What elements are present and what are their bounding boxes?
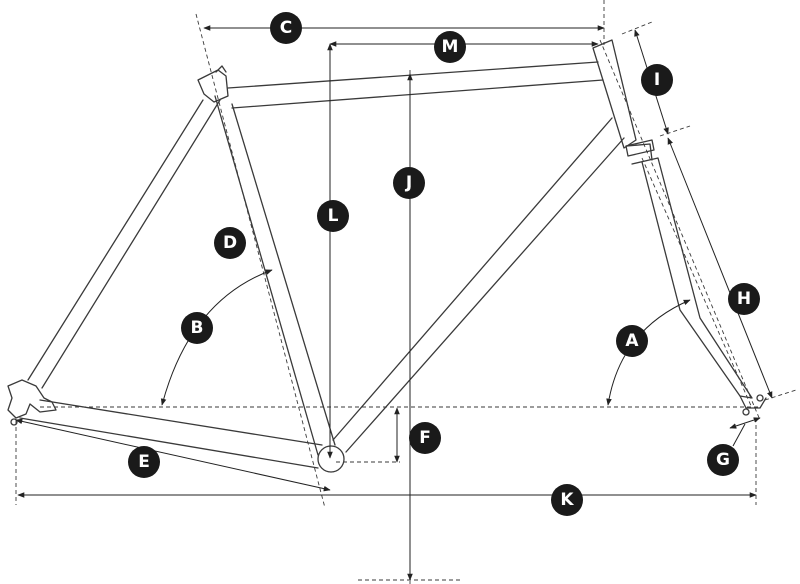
top-tube	[227, 61, 604, 109]
badge-d: D	[214, 227, 246, 259]
head-tube	[592, 39, 637, 149]
fork	[626, 143, 767, 409]
label-b: B	[191, 318, 204, 338]
badge-m: M	[434, 31, 466, 63]
down-tube	[332, 117, 625, 453]
badge-h: H	[728, 283, 760, 315]
dim-h-tick	[764, 389, 797, 401]
badge-g: G	[707, 444, 739, 476]
front-axle	[742, 408, 750, 416]
label-a: A	[625, 331, 639, 351]
label-d: D	[223, 233, 237, 253]
label-m: M	[442, 37, 459, 57]
badge-j: J	[393, 167, 425, 199]
dim-e-line	[15, 418, 331, 492]
badge-k: K	[551, 484, 583, 516]
label-l: L	[328, 206, 339, 226]
dimension-lines	[15, 21, 797, 581]
label-j: J	[405, 173, 412, 193]
front-dropout-bolt	[756, 394, 764, 402]
dim-b-arc	[160, 269, 273, 406]
rear-dropout	[7, 379, 57, 419]
badge-b: B	[181, 312, 213, 344]
badge-f: F	[409, 422, 441, 454]
seat-tube	[214, 95, 336, 456]
bottom-bracket	[317, 445, 345, 473]
badge-e: E	[128, 446, 160, 478]
dim-h-line	[667, 137, 773, 399]
dim-g-line	[729, 417, 761, 429]
dim-a-arc	[606, 299, 691, 406]
steering-axis	[599, 39, 761, 421]
label-i: I	[654, 70, 660, 90]
badge-l: L	[317, 200, 349, 232]
fork-offset-line	[641, 157, 753, 409]
dim-i-tick-top	[621, 21, 653, 35]
label-c: C	[280, 18, 292, 38]
label-h: H	[737, 289, 751, 309]
dim-i-tick-bottom	[659, 125, 691, 137]
badge-i: I	[641, 64, 673, 96]
dim-g-leader	[732, 423, 746, 447]
label-e: E	[138, 452, 150, 472]
label-f: F	[419, 428, 431, 448]
badge-c: C	[270, 12, 302, 44]
label-g: G	[716, 450, 730, 470]
label-k: K	[560, 490, 574, 510]
seat-tube-axis	[195, 13, 326, 509]
seat-clamp	[197, 65, 229, 103]
seat-stay	[27, 99, 221, 389]
chain-stay	[19, 399, 323, 469]
badge-a: A	[616, 325, 648, 357]
fork-crown	[625, 139, 655, 157]
